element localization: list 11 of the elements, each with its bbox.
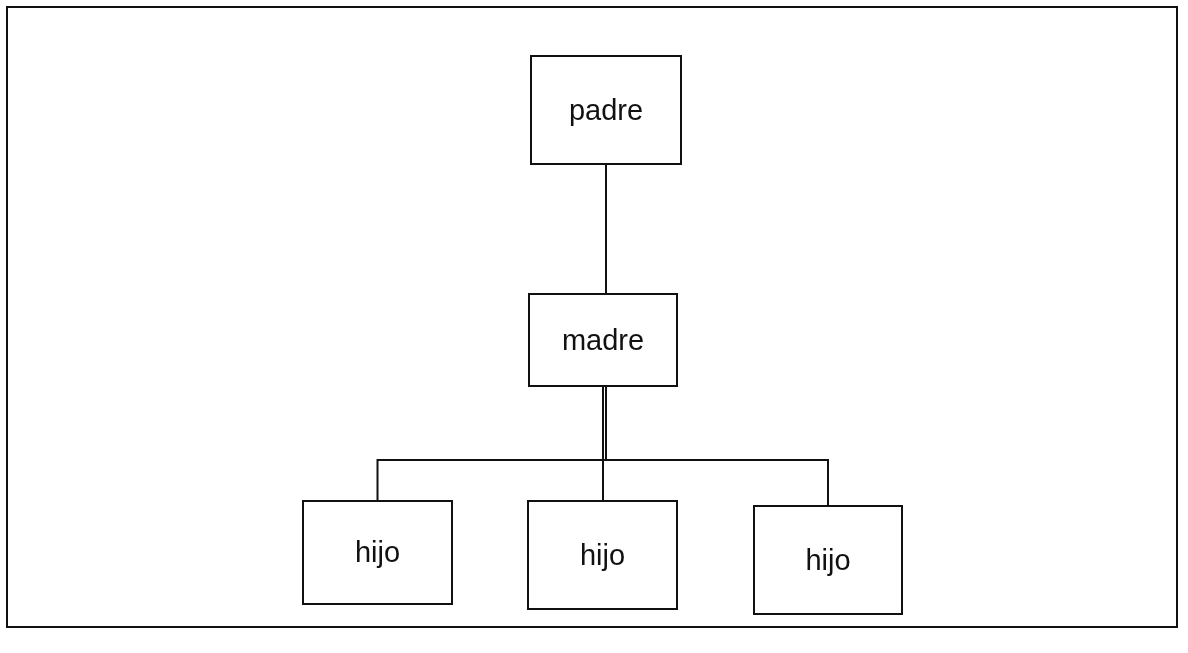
node-label: hijo xyxy=(805,543,851,577)
process-box xyxy=(302,500,453,605)
process-box xyxy=(528,293,678,387)
node-label: hijo xyxy=(354,536,401,569)
process-box xyxy=(753,505,903,615)
process-box xyxy=(527,500,678,610)
process-box xyxy=(530,55,682,165)
connector-line xyxy=(602,386,829,506)
node-label: padre xyxy=(568,93,644,127)
node-label: madre xyxy=(561,323,645,357)
node-label: hijo xyxy=(579,538,626,572)
